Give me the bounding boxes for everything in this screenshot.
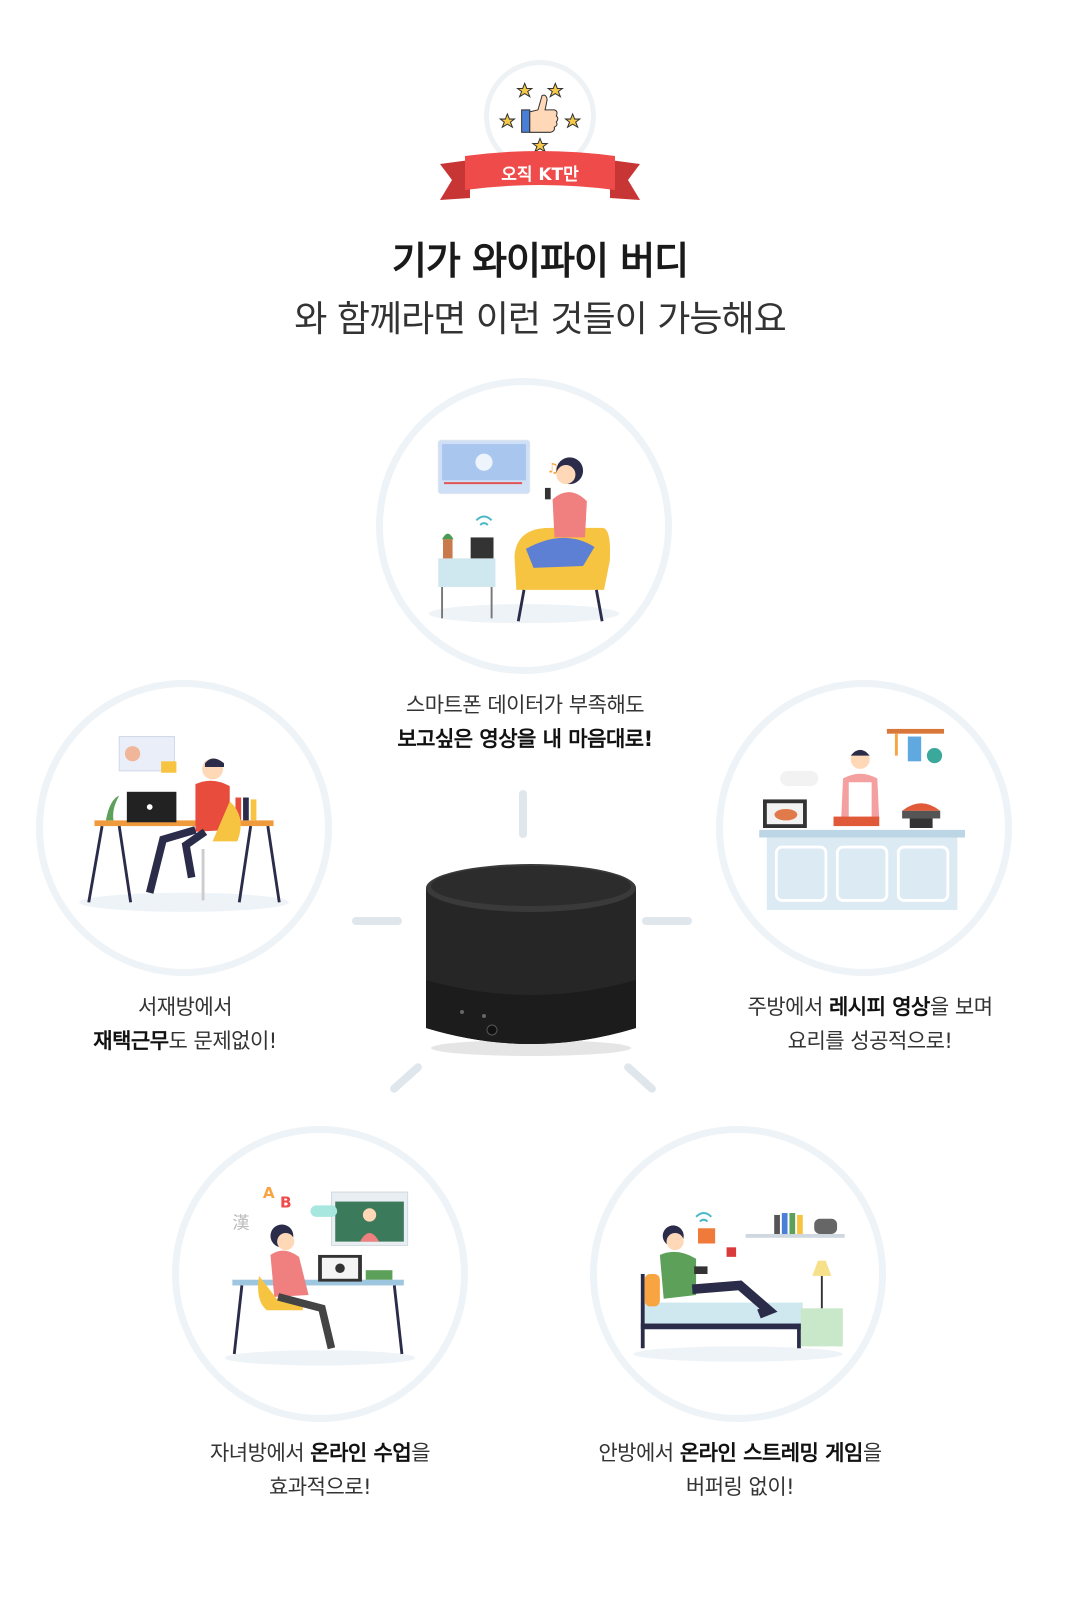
badge-label: 오직 KT만 [501,165,579,185]
ray-bottom-right [622,1061,658,1095]
page-subtitle: 와 함께라면 이런 것들이 가능해요 [294,299,786,340]
caption-line-2: 효과적으로! [268,1475,372,1499]
headline-container: 기가 와이파이 버디 [0,230,1080,285]
ray-bottom-left [388,1061,424,1095]
caption-post: 을 보며 [929,995,993,1019]
caption-line: 스마트폰 데이터가 부족해도 [405,693,645,717]
page-title: 기가 와이파이 버디 [387,230,693,285]
caption-bold: 온라인 수업 [310,1441,412,1465]
caption-bold: 보고싶은 영상을 내 마음대로! [397,727,653,751]
ray-right [642,917,692,925]
ribbon-banner [440,151,640,200]
scene-kitchen [716,680,1012,976]
caption-line-2: 재택근무도 문제없이! [40,1024,330,1058]
caption-line: 자녀방에서 온라인 수업을 [150,1436,490,1470]
caption-post: 을 [411,1441,431,1465]
caption-line-2: 요리를 성공적으로! [787,1029,953,1053]
caption-line: 안방에서 온라인 스트레밍 게임을 [560,1436,920,1470]
wifi-buddy-device [426,864,636,1056]
svg-text:B: B [280,1193,292,1211]
caption-pre: 안방에서 [598,1441,680,1465]
caption-living-room: 스마트폰 데이터가 부족해도 보고싶은 영상을 내 마음대로! [300,688,750,756]
caption-bold: 온라인 스트레밍 게임 [679,1441,864,1465]
caption-kitchen: 주방에서 레시피 영상을 보며 요리를 성공적으로! [700,990,1040,1058]
caption-pre: 주방에서 [747,995,829,1019]
svg-text:A: A [263,1184,275,1202]
caption-line: 서재방에서 [137,995,233,1019]
caption-kids-room: 자녀방에서 온라인 수업을 효과적으로! [150,1436,490,1504]
scene-study [36,680,332,976]
scene-bedroom [590,1126,886,1422]
caption-line-bold: 보고싶은 영상을 내 마음대로! [300,722,750,756]
caption-post: 을 [862,1441,882,1465]
caption-line: 주방에서 레시피 영상을 보며 [700,990,1040,1024]
ray-left [352,917,402,925]
caption-pre: 자녀방에서 [209,1441,311,1465]
caption-bold: 레시피 영상 [828,995,930,1019]
caption-line-2: 버퍼링 없이! [685,1475,795,1499]
caption-bold: 재택근무 [93,1029,169,1053]
ray-top [519,790,527,838]
svg-text:漢: 漢 [232,1213,249,1233]
caption-bedroom: 안방에서 온라인 스트레밍 게임을 버퍼링 없이! [560,1436,920,1504]
thumbs-up-icon [498,81,582,153]
scene-living-room: ♫ [376,378,672,674]
svg-text:♫: ♫ [547,462,559,477]
caption-rest: 도 문제없이! [168,1029,278,1053]
caption-study: 서재방에서 재택근무도 문제없이! [40,990,330,1058]
scene-kids-room: A B 漢 [172,1126,468,1422]
